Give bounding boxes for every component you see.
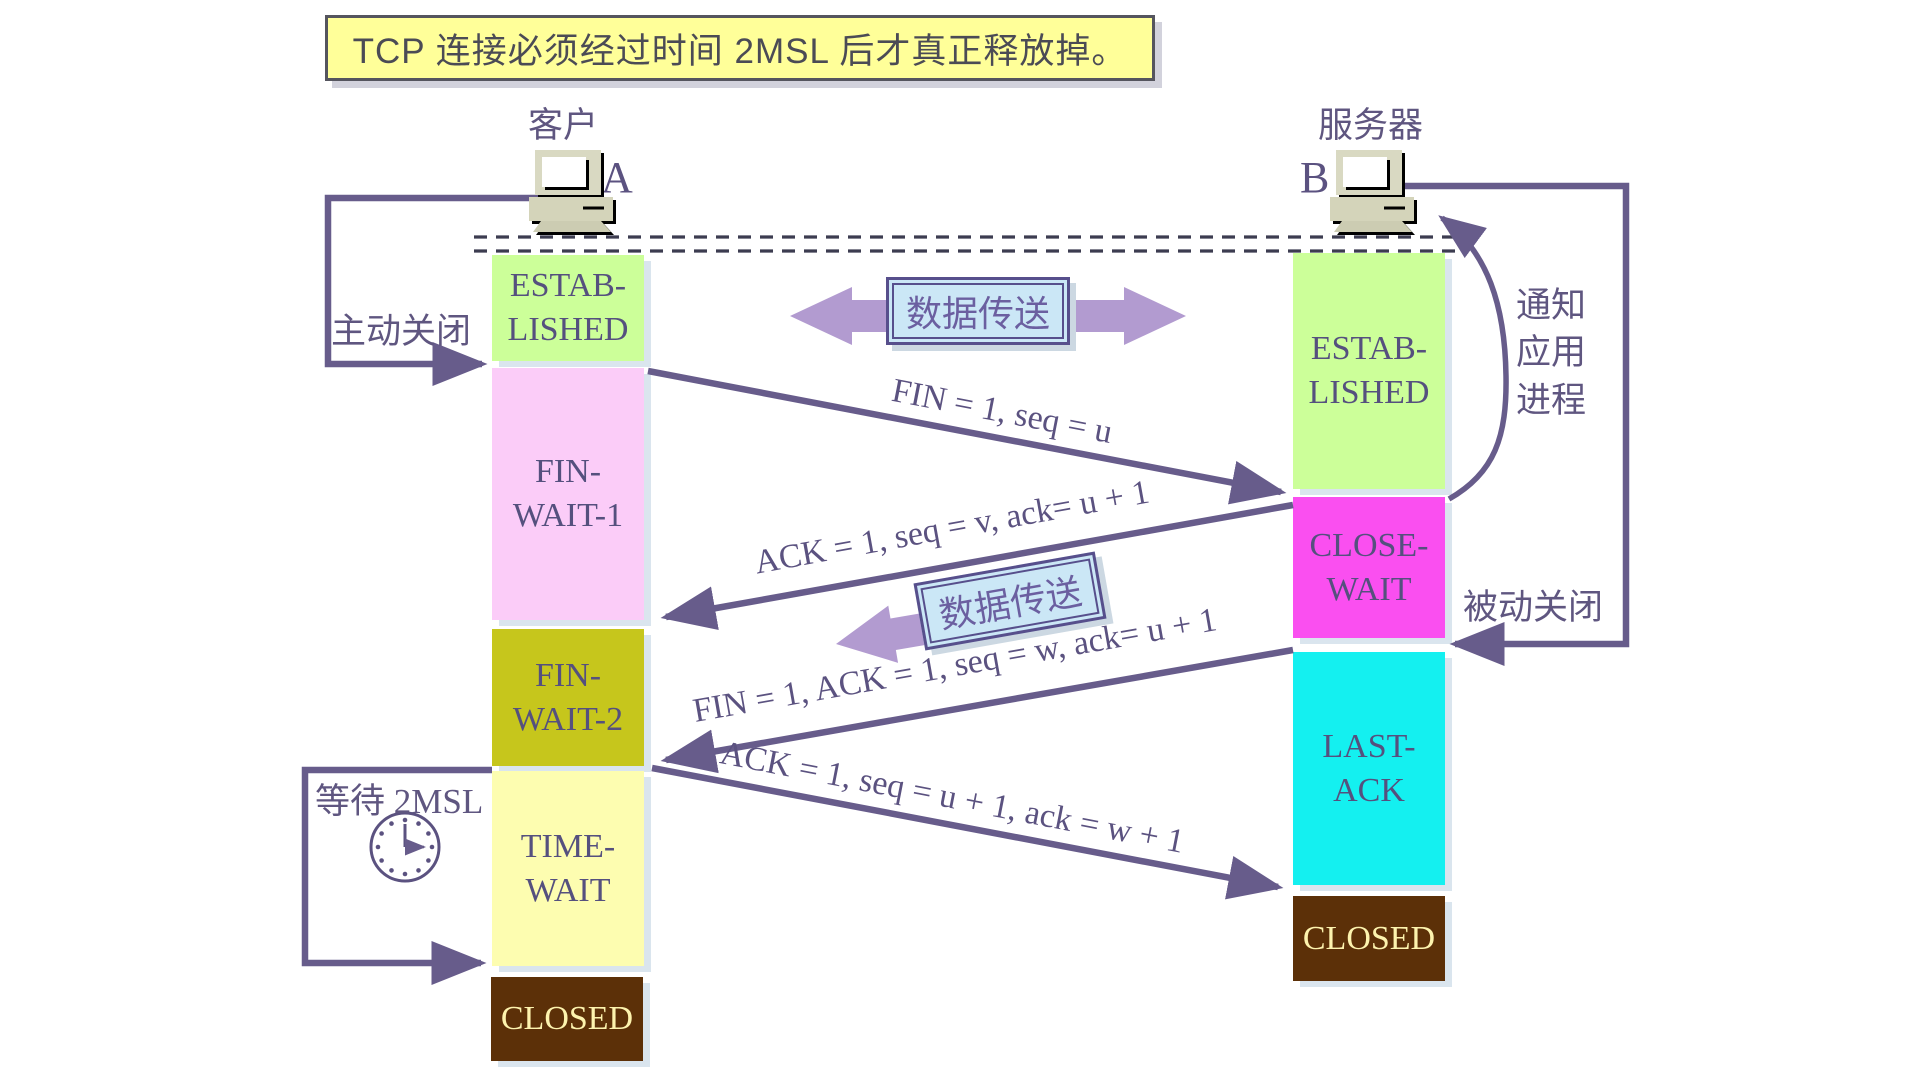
- data-transfer-box-top: 数据传送: [886, 277, 1070, 345]
- state-server-established: ESTAB- LISHED: [1293, 253, 1445, 489]
- server-computer-icon: [1328, 148, 1419, 237]
- state-client-fin-wait-2: FIN- WAIT-2: [492, 629, 644, 766]
- notify-app-label: 通知 应用 进程: [1516, 286, 1587, 420]
- state-client-fin-wait-1: FIN- WAIT-1: [492, 368, 644, 620]
- state-server-last-ack: LAST- ACK: [1293, 652, 1445, 885]
- state-client-time-wait: TIME- WAIT: [492, 771, 644, 966]
- timeline-dashed-lines: [474, 235, 1465, 253]
- server-host-id: B: [1300, 153, 1330, 202]
- client-name-label: 客户: [528, 106, 599, 145]
- banner-note: TCP 连接必须经过时间 2MSL 后才真正释放掉。: [325, 15, 1155, 81]
- active-close-label: 主动关闭: [331, 312, 472, 351]
- passive-close-label: 被动关闭: [1463, 588, 1604, 627]
- state-server-closed: CLOSED: [1293, 896, 1445, 981]
- notify-curved-arrow: [1438, 215, 1509, 502]
- server-name-label: 服务器: [1318, 106, 1424, 145]
- state-client-closed: CLOSED: [491, 977, 643, 1061]
- client-host-id: A: [601, 153, 633, 202]
- msg-last-ack: ACK = 1, seq = u + 1, ack = w + 1: [717, 734, 1188, 861]
- wait-2msl-label: 等待 2MSL: [315, 782, 484, 821]
- state-client-established: ESTAB- LISHED: [492, 255, 644, 361]
- msg-fin: FIN = 1, seq = u: [888, 372, 1116, 451]
- state-server-close-wait: CLOSE- WAIT: [1293, 497, 1445, 638]
